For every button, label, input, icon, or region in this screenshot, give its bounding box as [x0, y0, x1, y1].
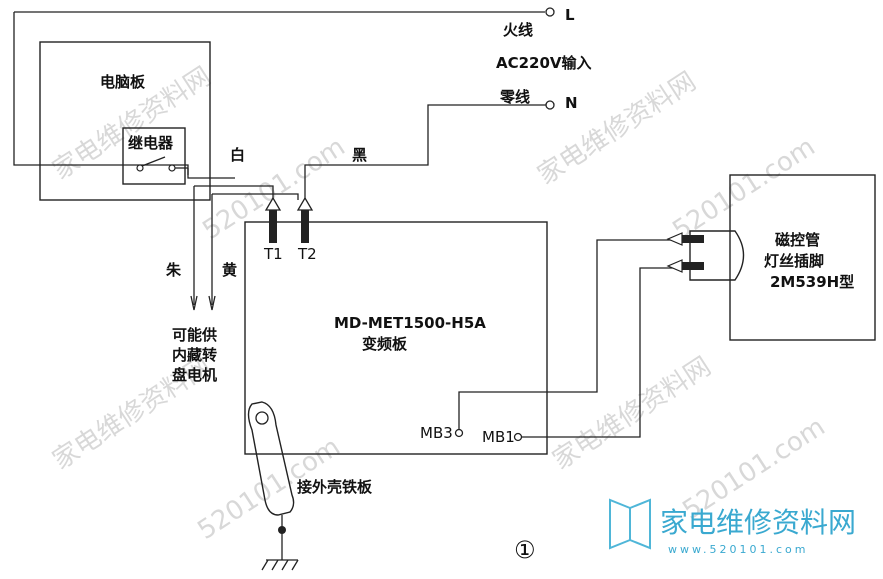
relay-label: 继电器	[128, 134, 174, 152]
white-wire	[194, 185, 274, 200]
mb3-label: MB3	[420, 424, 453, 442]
live-terminal-dot	[545, 7, 555, 17]
t2-terminal	[301, 210, 309, 243]
magnetron-line-2: 灯丝插脚	[764, 252, 824, 270]
vermilion-wire-label: 朱	[166, 261, 182, 279]
mb1-label: MB1	[482, 428, 515, 446]
relay-contact-right	[168, 164, 176, 172]
live-wire-label: 火线	[503, 21, 533, 39]
ground-hatch	[261, 559, 299, 571]
t1-terminal	[269, 210, 277, 243]
filament-pin-2-arrow	[666, 259, 683, 273]
logo-text: 家电维修资料网	[660, 506, 856, 539]
turntable-line-3: 盘电机	[172, 366, 217, 384]
figure-number: ①	[514, 536, 536, 564]
yellow-wire-label: 黄	[222, 261, 237, 279]
mb1-wire	[522, 267, 675, 438]
relay-box	[122, 127, 186, 185]
turntable-line-2: 内藏转	[172, 346, 217, 364]
filament-pin-1-arrow	[666, 232, 683, 246]
magnetron-line-1: 磁控管	[775, 231, 820, 249]
neutral-wire	[304, 104, 546, 200]
filament-pin-1	[682, 235, 704, 243]
filament-pin-2	[682, 262, 704, 270]
t1-label: T1	[263, 245, 283, 263]
turntable-line-1: 可能供	[172, 326, 217, 344]
vermilion-arrow	[190, 295, 198, 311]
t2-terminal-arrow	[296, 196, 314, 211]
input-label: AC220V输入	[496, 54, 592, 72]
neutral-terminal-dot	[545, 100, 555, 110]
mb1-terminal	[513, 432, 523, 442]
ground-plate	[247, 401, 295, 516]
computer-board	[39, 41, 211, 201]
white-wire-label: 白	[230, 146, 245, 164]
computer-board-title: 电脑板	[100, 73, 146, 91]
magnetron-plug	[689, 230, 745, 281]
inverter-board	[244, 221, 548, 455]
logo-url: www.520101.com	[668, 543, 808, 556]
ground-plate-label: 接外壳铁板	[297, 478, 373, 496]
neutral-wire-label: 零线	[499, 88, 530, 106]
mb3-terminal	[454, 428, 464, 438]
relay-contact-left	[136, 164, 144, 172]
t1-terminal-arrow	[264, 196, 282, 211]
watermark-site-cn: 家电维修资料网	[532, 67, 701, 191]
t2-label: T2	[297, 245, 317, 263]
magnetron-line-3: 2M539H型	[770, 273, 854, 291]
yellow-wire-top	[212, 193, 299, 200]
black-wire-label: 黑	[352, 146, 367, 164]
relay-to-white	[187, 168, 235, 179]
magnetron-box	[729, 174, 876, 341]
watermark-site-cn: 家电维修资料网	[547, 352, 716, 476]
watermark-site-url: 520101.com	[667, 132, 820, 246]
neutral-terminal-label: N	[565, 94, 578, 112]
inverter-name: 变频板	[362, 335, 408, 353]
ground-plate-hole	[255, 411, 269, 425]
book-icon-right	[629, 498, 651, 550]
inverter-model: MD-MET1500-H5A	[334, 314, 486, 332]
mb3-wire	[458, 239, 675, 429]
relay-switch-arm	[141, 156, 166, 167]
live-terminal-label: L	[565, 6, 575, 24]
site-logo: 家电维修资料网 www.520101.com	[609, 498, 856, 556]
book-icon	[609, 498, 631, 550]
yellow-arrow	[208, 295, 216, 311]
